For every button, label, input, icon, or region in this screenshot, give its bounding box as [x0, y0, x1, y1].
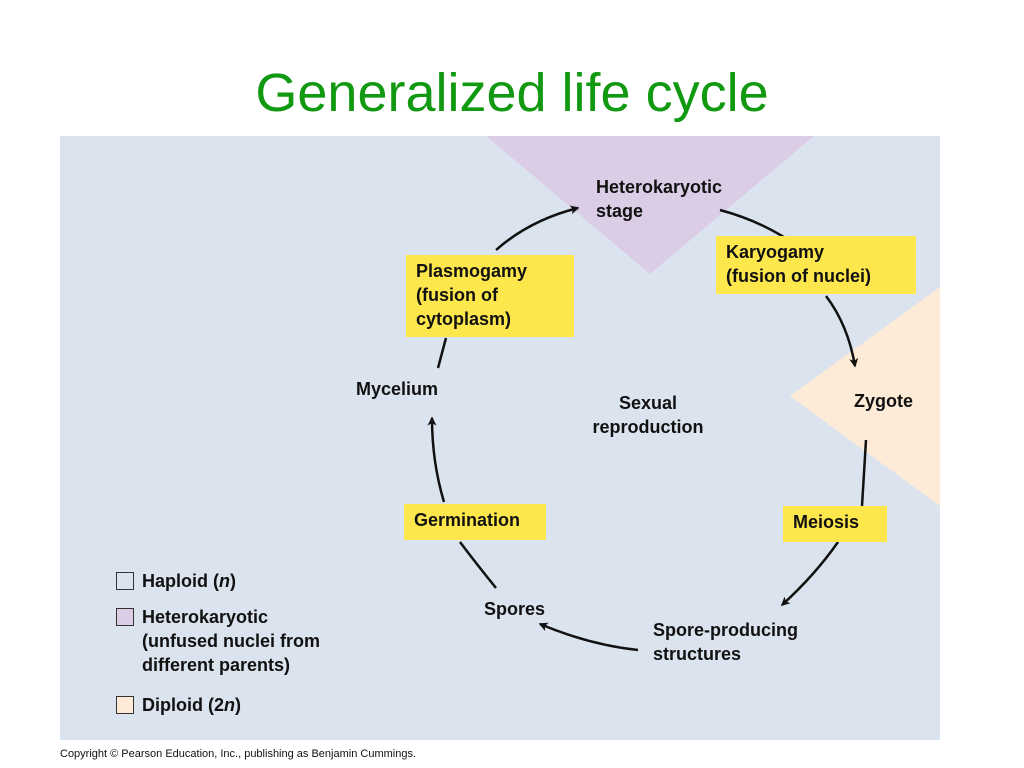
- heterokaryotic-swatch: [116, 608, 134, 626]
- mycelium-label: Mycelium: [356, 379, 439, 399]
- arrow-germination: [427, 416, 446, 503]
- spores-label: Spores: [484, 599, 546, 619]
- legend-diploid: Diploid (2n): [116, 693, 241, 717]
- plasmogamy-box: Plasmogamy (fusion of cytoplasm): [406, 255, 574, 337]
- heterokaryotic-legend-text: Heterokaryotic (unfused nuclei from diff…: [142, 607, 321, 675]
- germination-box: Germination: [404, 504, 546, 540]
- zygote-label: Zygote: [854, 391, 914, 411]
- copyright-notice: Copyright © Pearson Education, Inc., pub…: [60, 748, 417, 760]
- diploid-swatch: [116, 696, 134, 714]
- haploid-swatch: [116, 572, 134, 590]
- arrow-zygote-down: [860, 439, 868, 507]
- karyogamy-box: Karyogamy (fusion of nuclei): [716, 236, 916, 294]
- meiosis-box: Meiosis: [783, 506, 887, 542]
- spore-producing-structures-label: Spore-producing structures: [653, 620, 798, 664]
- arrow-spores-up: [459, 541, 497, 589]
- arrow-mycelium-up: [436, 337, 448, 369]
- heterokaryotic-region: [486, 136, 814, 274]
- legend-haploid: Haploid (n): [116, 569, 236, 593]
- diploid-legend-text: Diploid (2n): [142, 695, 241, 715]
- slide-title: Generalized life cycle: [255, 63, 769, 123]
- heterokaryotic-stage-label: Heterokaryotic stage: [596, 177, 723, 221]
- arrow-meiosis: [780, 541, 840, 607]
- sexual-reproduction-label: Sexual reproduction: [592, 393, 704, 437]
- arrow-to-zygote: [825, 295, 859, 368]
- arrow-to-spores: [538, 622, 639, 652]
- diploid-region: [790, 287, 940, 506]
- arrow-plasmogamy: [495, 205, 580, 251]
- haploid-legend-text: Haploid (n): [142, 571, 236, 591]
- legend-heterokaryotic: Heterokaryotic (unfused nuclei from diff…: [116, 605, 320, 677]
